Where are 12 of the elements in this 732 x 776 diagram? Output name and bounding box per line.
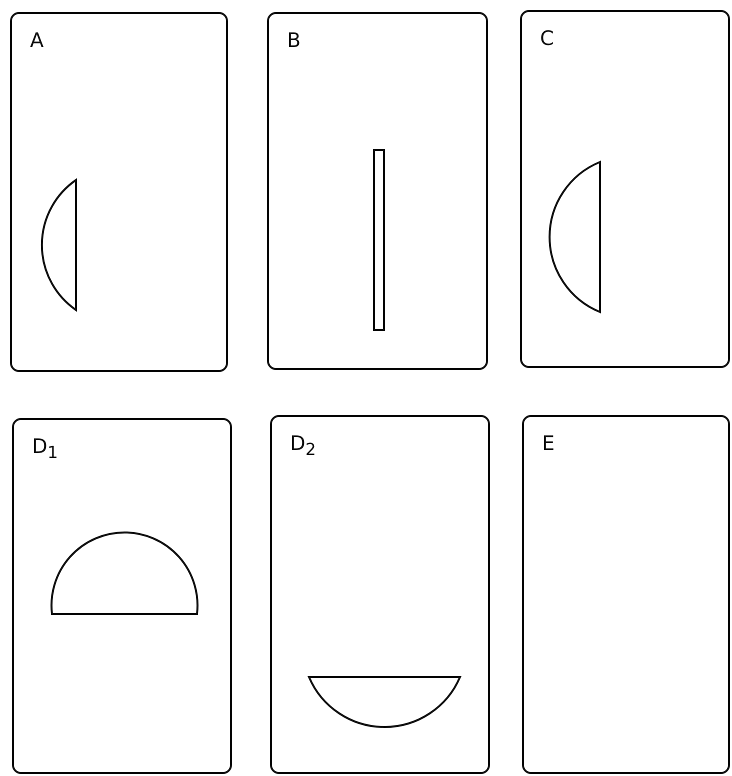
panel (520, 10, 730, 368)
panel-label: D$_{1}$ (32, 436, 58, 462)
panel (270, 415, 490, 774)
panel-label: C (540, 28, 554, 48)
panel-label: B (287, 30, 301, 50)
panel (12, 418, 232, 774)
panel-label: E (542, 433, 555, 453)
panel (267, 12, 488, 370)
panel (10, 12, 228, 372)
panel (522, 415, 730, 774)
panel-label: D$_{2}$ (290, 433, 316, 459)
panel-label: A (30, 30, 44, 50)
